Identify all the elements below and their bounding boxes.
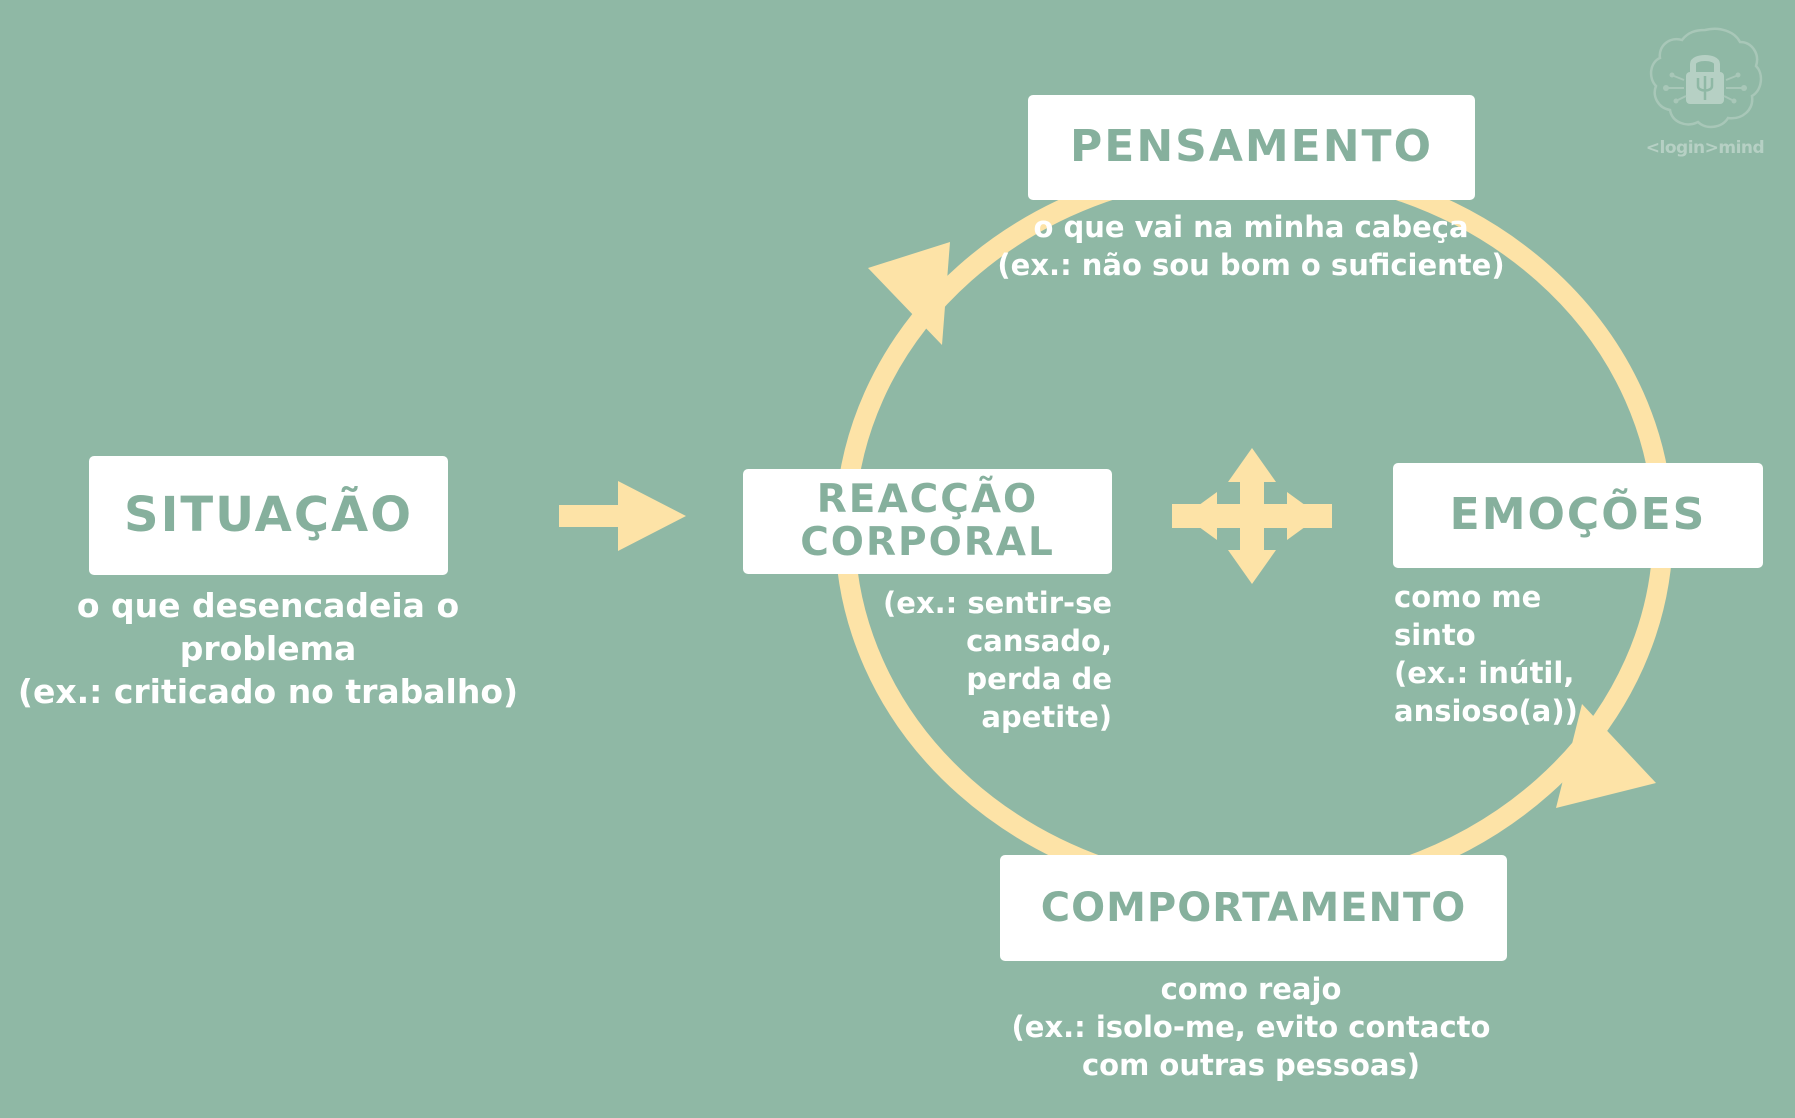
situacao-box: SITUAÇÃO: [89, 456, 448, 575]
reaccao-corporal-box: REACÇÃO CORPORAL: [743, 469, 1112, 574]
comportamento-box: COMPORTAMENTO: [1000, 855, 1507, 961]
logo: <login>mind: [1640, 20, 1770, 170]
cycle-arrowhead-bottom-icon: [1556, 704, 1656, 808]
cycle-arrowhead-top-icon: [868, 242, 950, 345]
reaccao-corporal-title: REACÇÃO CORPORAL: [800, 476, 1055, 565]
pensamento-description: o que vai na minha cabeça (ex.: não sou …: [997, 210, 1505, 282]
emocoes-description: como me sinto (ex.: inútil, ansioso(a)): [1394, 580, 1578, 728]
comportamento-description: como reajo (ex.: isolo-me, evito contact…: [1011, 972, 1491, 1082]
right-arrow-icon: [559, 481, 686, 551]
pensamento-box: PENSAMENTO: [1028, 95, 1475, 200]
emocoes-title: EMOÇÕES: [1449, 489, 1707, 541]
reaccao-corporal-description: (ex.: sentir-se cansado, perda de apetit…: [883, 586, 1112, 734]
four-way-arrow-icon: [1172, 448, 1332, 584]
situacao-title: SITUAÇÃO: [124, 487, 413, 544]
comportamento-title: COMPORTAMENTO: [1040, 885, 1467, 931]
situacao-description: o que desencadeia o problema (ex.: criti…: [17, 586, 519, 711]
pensamento-title: PENSAMENTO: [1070, 121, 1433, 173]
brain-lock-psi-icon: [1649, 27, 1763, 129]
emocoes-box: EMOÇÕES: [1393, 463, 1763, 568]
logo-text: <login>mind: [1645, 138, 1765, 158]
